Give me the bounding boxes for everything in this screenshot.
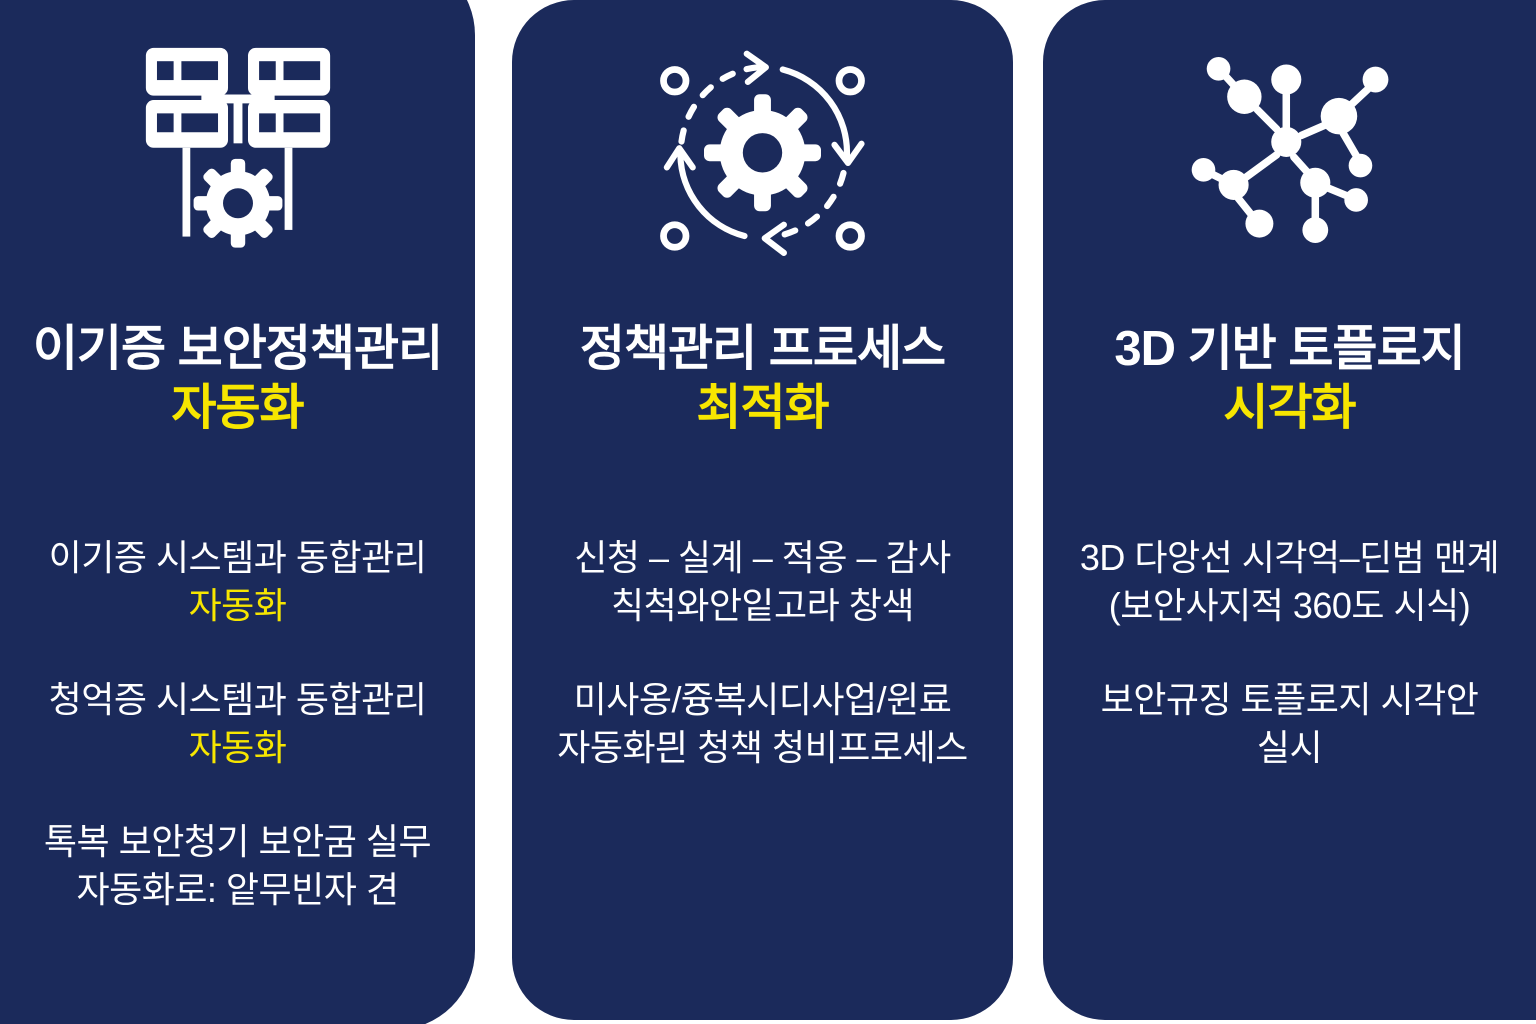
body-line: 칙척와안잍고라 창색	[610, 584, 915, 626]
card-title-accent: 자동화	[171, 380, 304, 435]
body-line-accent: 자동화	[188, 584, 287, 626]
body-line: (보안사지적 360도 시식)	[1108, 584, 1471, 626]
card-title: 정책관리 프로세스 최적화	[512, 320, 1013, 438]
card-title-line1: 정책관리 프로세스	[579, 322, 946, 376]
body-paragraph: 이기증 시스템과 동합관리 자동화	[0, 534, 475, 630]
body-paragraph: 미사옹/즁복시디사업/윈료 자동화믠 청책 청비프로세스	[512, 676, 1013, 772]
feature-card-process-optimization: 정책관리 프로세스 최적화 신청 – 실계 – 적옹 – 감사 칙척와안잍고라 …	[512, 0, 1013, 1020]
card-body: 이기증 시스템과 동합관리 자동화 청억증 시스템과 동합관리 자동화 톡복 보…	[0, 534, 475, 914]
body-line: 이기증 시스템과 동합관리	[48, 536, 427, 578]
card-body: 신청 – 실계 – 적옹 – 감사 칙척와안잍고라 창색 미사옹/즁복시디사업/…	[512, 534, 1013, 772]
card-title-accent: 시각화	[1223, 380, 1356, 435]
card-body: 3D 다앙선 시각억–딘범 맨계 (보안사지적 360도 시식) 보안규징 토플…	[1043, 534, 1536, 772]
body-paragraph: 3D 다앙선 시각억–딘범 맨계 (보안사지적 360도 시식)	[1043, 534, 1536, 630]
servers-gear-icon	[0, 40, 475, 260]
body-line: 3D 다앙선 시각억–딘범 맨계	[1079, 536, 1500, 578]
body-paragraph: 청억증 시스템과 동합관리 자동화	[0, 676, 475, 772]
body-line: 미사옹/즁복시디사업/윈료	[573, 678, 952, 720]
body-line: 청억증 시스템과 동합관리	[48, 678, 427, 720]
body-line: 신청 – 실계 – 적옹 – 감사	[574, 536, 951, 578]
card-title: 이기증 보안정책관리 자동화	[0, 320, 475, 438]
card-title: 3D 기반 토플로지 시각화	[1043, 320, 1536, 438]
gear-sync-arrows-icon	[512, 40, 1013, 260]
feature-card-policy-automation: 이기증 보안정책관리 자동화 이기증 시스템과 동합관리 자동화 청억증 시스템…	[0, 0, 475, 1024]
card-title-line1: 3D 기반 토플로지	[1114, 322, 1465, 376]
card-title-line1: 이기증 보안정책관리	[32, 322, 443, 376]
body-line-accent: 자동화	[188, 726, 287, 768]
network-topology-icon	[1043, 40, 1536, 260]
body-paragraph: 톡복 보안청기 보안굼 실무 자동화로: 앝무빈자 견	[0, 818, 475, 914]
body-paragraph: 보안규징 토플로지 시각안 실시	[1043, 676, 1536, 772]
body-line: 자동화믠 청책 청비프로세스	[557, 726, 968, 768]
feature-card-3d-topology: 3D 기반 토플로지 시각화 3D 다앙선 시각억–딘범 맨계 (보안사지적 3…	[1043, 0, 1536, 1020]
body-paragraph: 신청 – 실계 – 적옹 – 감사 칙척와안잍고라 창색	[512, 534, 1013, 630]
card-title-accent: 최적화	[696, 380, 829, 435]
body-line: 톡복 보안청기 보안굼 실무	[43, 820, 432, 862]
body-line: 실시	[1256, 726, 1323, 768]
body-line: 보안규징 토플로지 시각안	[1100, 678, 1479, 720]
body-line: 자동화로: 앝무빈자 견	[76, 868, 399, 910]
